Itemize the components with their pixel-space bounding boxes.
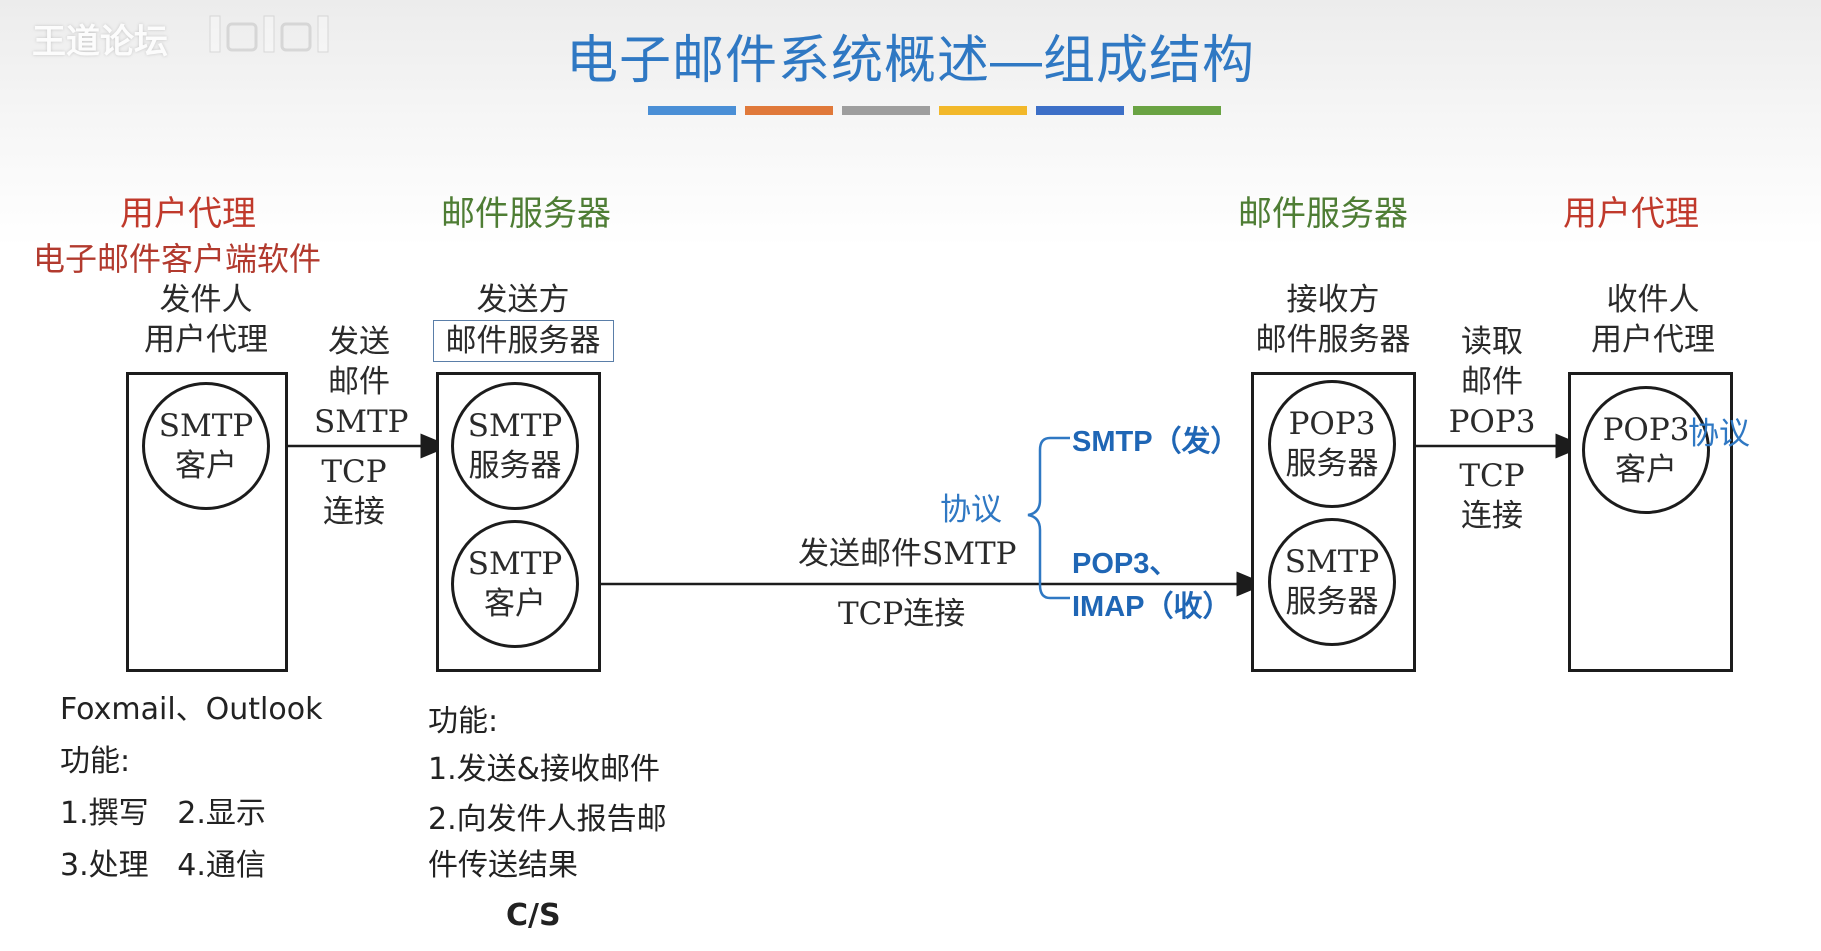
title-stripe	[842, 106, 930, 115]
receiving-smtp-server-circle: SMTP 服务器	[1268, 518, 1396, 646]
receiver-label: 收件人 用户代理	[1568, 280, 1738, 360]
pop3-annotation: POP3、	[1072, 548, 1179, 580]
middle-function-title: 功能:	[428, 704, 499, 739]
sending-smtp-server-circle: SMTP 服务器	[451, 382, 579, 510]
label-line: 邮件服务器	[1255, 322, 1411, 358]
client-examples: Foxmail、Outlook	[60, 692, 323, 727]
tcp-connection-label-left: TCP 连接	[314, 452, 394, 532]
title-stripe	[939, 106, 1027, 115]
circle-text: 服务器	[1285, 446, 1379, 482]
receiving-pop3-server-circle: POP3 服务器	[1268, 380, 1396, 508]
sender-label-line1: 发件人	[159, 282, 253, 318]
left-user-agent-heading: 用户代理	[120, 195, 256, 233]
right-user-agent-heading: 用户代理	[1563, 195, 1699, 233]
circle-text: 客户	[1615, 452, 1677, 488]
protocol-brace	[1027, 436, 1070, 600]
circle-text: 服务器	[1285, 584, 1379, 620]
middle-tcp-label: TCP连接	[838, 596, 966, 632]
label-line: 读取	[1461, 324, 1523, 360]
protocol-annotation-right: 协议	[1688, 416, 1750, 451]
circle-text: POP3	[1602, 412, 1690, 448]
sender-label: 发件人 用户代理	[122, 280, 290, 360]
send-mail-smtp-label: 发送 邮件 SMTP	[314, 322, 409, 442]
middle-function-line1: 1.发送&接收邮件	[428, 752, 661, 787]
right-mail-server-heading: 邮件服务器	[1238, 195, 1408, 233]
left-mail-server-heading: 邮件服务器	[441, 195, 611, 233]
left-user-agent-subheading: 电子邮件客户端软件	[33, 241, 322, 277]
circle-text: 客户	[484, 586, 546, 622]
sender-smtp-client-circle: SMTP 客户	[142, 382, 270, 510]
left-function-line1: 1.撰写 2.显示	[60, 796, 266, 831]
label-line: 接收方	[1286, 282, 1380, 318]
cs-architecture-label: C/S	[506, 898, 561, 933]
left-function-line2: 3.处理 4.通信	[60, 848, 266, 883]
tcp-connection-label-right: TCP 连接	[1452, 456, 1532, 536]
label-line: TCP	[1459, 458, 1525, 494]
receiving-server-label: 接收方 邮件服务器	[1243, 280, 1423, 360]
circle-text: SMTP	[158, 408, 254, 444]
label-line: 发送方	[476, 282, 570, 318]
imap-recv-annotation: IMAP（收）	[1072, 591, 1232, 623]
label-line: POP3	[1448, 404, 1536, 440]
page-title: 电子邮件系统概述—组成结构	[565, 32, 1255, 90]
label-line: SMTP	[314, 404, 409, 440]
bilibili-logo-icon	[209, 15, 329, 53]
circle-text: SMTP	[467, 408, 563, 444]
label-line: 连接	[323, 494, 385, 530]
circle-text: SMTP	[467, 546, 563, 582]
circle-text: SMTP	[1284, 544, 1380, 580]
diagram-panel	[110, 276, 1746, 676]
title-stripe	[648, 106, 736, 115]
sending-server-highlight: 邮件服务器	[432, 320, 614, 362]
sending-server-label: 发送方 邮件服务器	[423, 280, 623, 362]
label-line: 邮件	[1461, 364, 1523, 400]
middle-send-smtp-label: 发送邮件SMTP	[798, 536, 1017, 572]
label-line: 邮件	[328, 364, 390, 400]
receiver-pop3-client-circle: POP3 客户	[1582, 386, 1710, 514]
middle-function-line2: 2.向发件人报告邮	[428, 802, 667, 837]
smtp-send-annotation: SMTP（发）	[1072, 426, 1240, 458]
circle-text: 客户	[175, 448, 237, 484]
title-stripe	[1036, 106, 1124, 115]
receiver-label-line1: 收件人	[1606, 282, 1700, 318]
read-mail-pop3-label: 读取 邮件 POP3	[1447, 322, 1537, 442]
protocol-annotation-left: 协议	[940, 492, 1002, 527]
sender-label-line2: 用户代理	[144, 322, 268, 358]
label-line: 连接	[1461, 498, 1523, 534]
left-function-title: 功能:	[60, 744, 131, 779]
circle-text: 服务器	[468, 448, 562, 484]
label-line: TCP	[321, 454, 387, 490]
receiver-label-line2: 用户代理	[1591, 322, 1715, 358]
sending-smtp-client-circle: SMTP 客户	[451, 520, 579, 648]
circle-text: POP3	[1288, 406, 1376, 442]
watermark-text: 王道论坛	[32, 23, 168, 61]
title-stripe	[1133, 106, 1221, 115]
middle-function-line3: 件传送结果	[428, 848, 578, 883]
label-line: 发送	[328, 324, 390, 360]
title-stripe	[745, 106, 833, 115]
